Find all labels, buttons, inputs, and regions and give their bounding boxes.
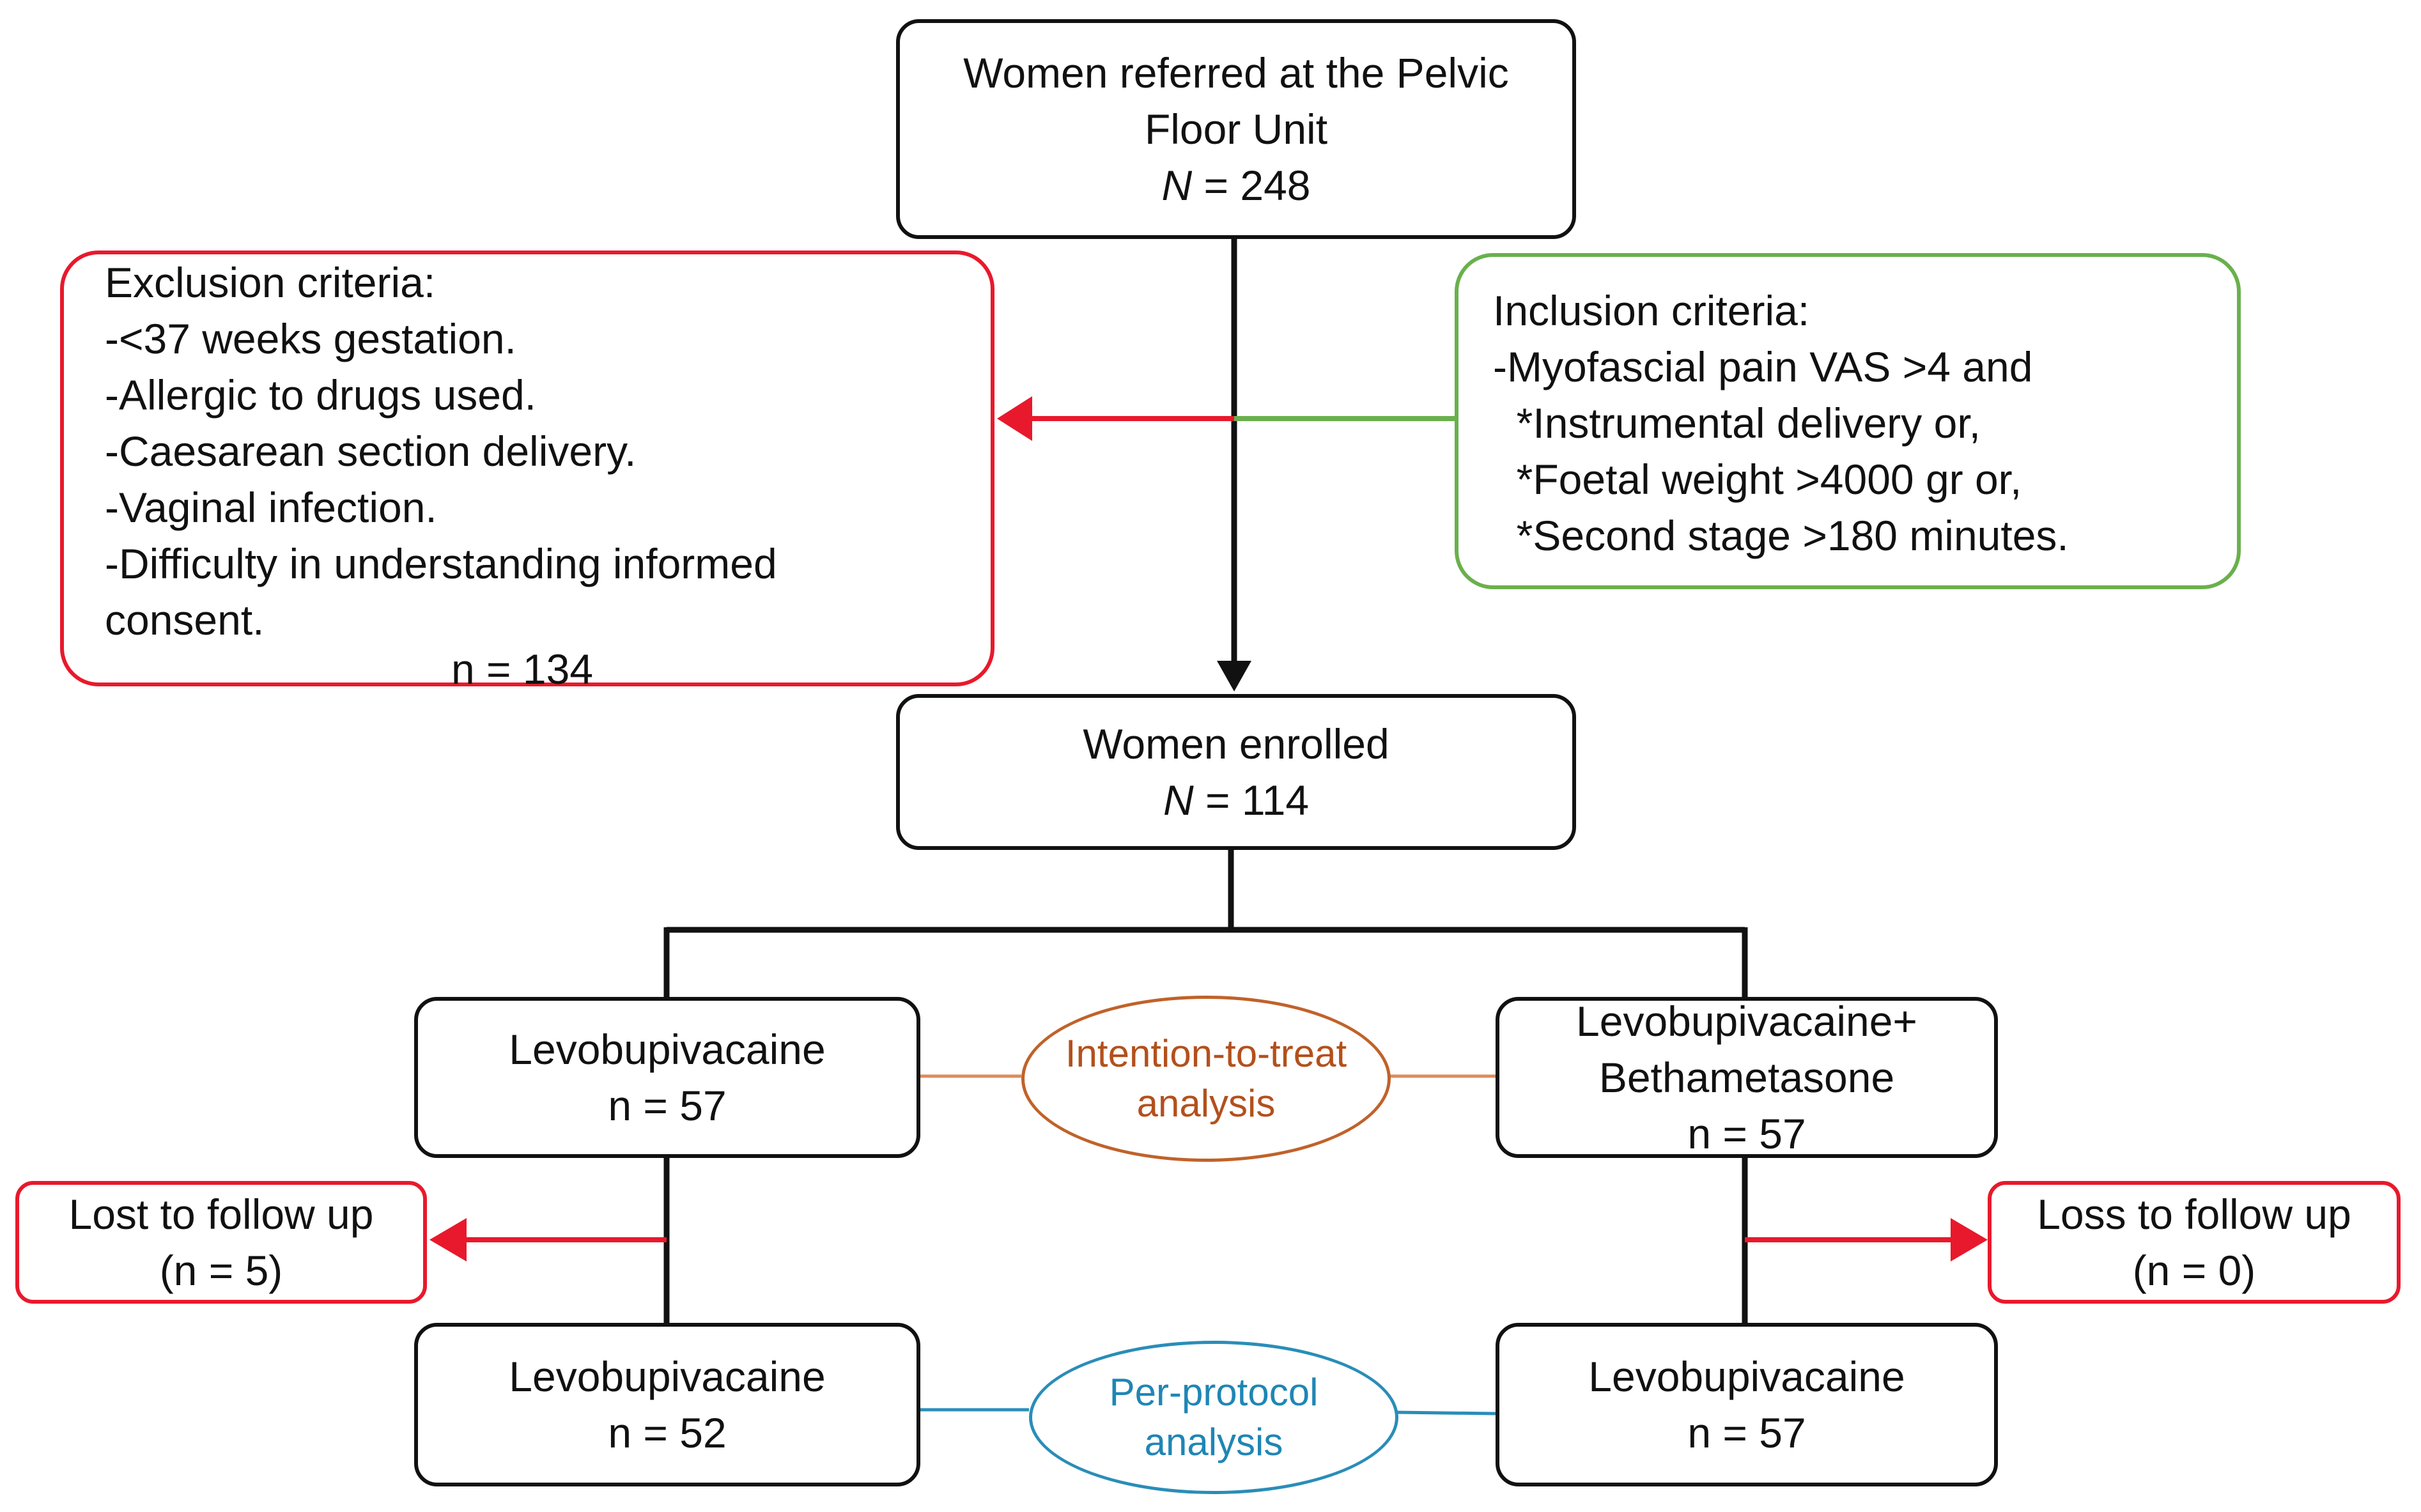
inclusion-item: *Foetal weight >4000 gr or, (1493, 456, 2022, 503)
final-right-box: Levobupivacaine n = 57 (1496, 1323, 1998, 1486)
final-left-count: n = 52 (608, 1409, 727, 1456)
enrolled-n-label: N (1163, 776, 1194, 824)
lost-right-line1: Loss to follow up (2037, 1191, 2351, 1238)
exclusion-item: -<37 weeks gestation. (105, 315, 516, 362)
exclusion-item: consent. (105, 596, 265, 644)
itt-label-line1: Intention-to-treat (1065, 1032, 1347, 1075)
referred-box: Women referred at the Pelvic Floor Unit … (896, 19, 1576, 239)
enrolled-box: Women enrolled N = 114 (896, 694, 1576, 850)
arm-right-box: Levobupivacaine+ Bethametasone n = 57 (1496, 997, 1998, 1158)
exclusion-arrowhead (997, 396, 1032, 441)
itt-label-line2: analysis (1136, 1082, 1276, 1125)
arm-right-count: n = 57 (1687, 1110, 1806, 1157)
final-left-name: Levobupivacaine (509, 1353, 826, 1400)
lost-right-arrowhead (1951, 1218, 1988, 1261)
itt-analysis-ellipse: Intention-to-treat analysis (1021, 996, 1391, 1162)
arm-left-name: Levobupivacaine (509, 1026, 826, 1073)
enrolled-n-value: = 114 (1193, 776, 1310, 824)
arm-right-name-line1: Levobupivacaine+ (1576, 998, 1917, 1045)
exclusion-box: Exclusion criteria: -<37 weeks gestation… (60, 251, 994, 693)
referred-n-label: N (1161, 162, 1193, 209)
final-right-count: n = 57 (1687, 1409, 1806, 1456)
inclusion-box: Inclusion criteria: -Myofascial pain VAS… (1455, 253, 2241, 589)
lost-left-line2: (n = 5) (159, 1247, 283, 1294)
pp-label-line2: analysis (1144, 1421, 1283, 1463)
per-protocol-ellipse: Per-protocol analysis (1029, 1341, 1398, 1494)
exclusion-item: -Difficulty in understanding informed (105, 540, 777, 587)
lost-right-line2: (n = 0) (2132, 1247, 2256, 1294)
final-right-name: Levobupivacaine (1588, 1353, 1905, 1400)
exclusion-item: -Vaginal infection. (105, 484, 437, 531)
arrow-to-enrolled (1217, 661, 1251, 691)
lost-right-box: Loss to follow up (n = 0) (1988, 1181, 2401, 1304)
exclusion-count: n = 134 (451, 645, 594, 693)
exclusion-title: Exclusion criteria: (105, 259, 436, 306)
referred-title-line2: Floor Unit (1144, 105, 1328, 153)
referred-title-line1: Women referred at the Pelvic (963, 49, 1509, 96)
inclusion-item: *Instrumental delivery or, (1493, 399, 1981, 447)
referred-count: N = 248 (1161, 157, 1310, 213)
exclusion-item: -Caesarean section delivery. (105, 428, 637, 475)
final-left-box: Levobupivacaine n = 52 (414, 1323, 920, 1486)
inclusion-title: Inclusion criteria: (1493, 287, 1810, 334)
lost-left-line1: Lost to follow up (68, 1191, 374, 1238)
pp-connector-right (1396, 1410, 1496, 1416)
lost-left-box: Lost to follow up (n = 5) (15, 1181, 427, 1304)
inclusion-item: -Myofascial pain VAS >4 and (1493, 343, 2033, 390)
pp-label-line1: Per-protocol (1109, 1371, 1319, 1414)
lost-left-arrowhead (429, 1218, 467, 1261)
inclusion-item: *Second stage >180 minutes. (1493, 512, 2069, 559)
exclusion-item: -Allergic to drugs used. (105, 371, 536, 419)
arm-left-count: n = 57 (608, 1082, 727, 1129)
enrolled-title: Women enrolled (1083, 720, 1389, 768)
referred-n-value: = 248 (1192, 162, 1311, 209)
arm-left-box: Levobupivacaine n = 57 (414, 997, 920, 1158)
arm-right-name-line2: Bethametasone (1598, 1054, 1895, 1101)
enrolled-count: N = 114 (1163, 772, 1309, 828)
